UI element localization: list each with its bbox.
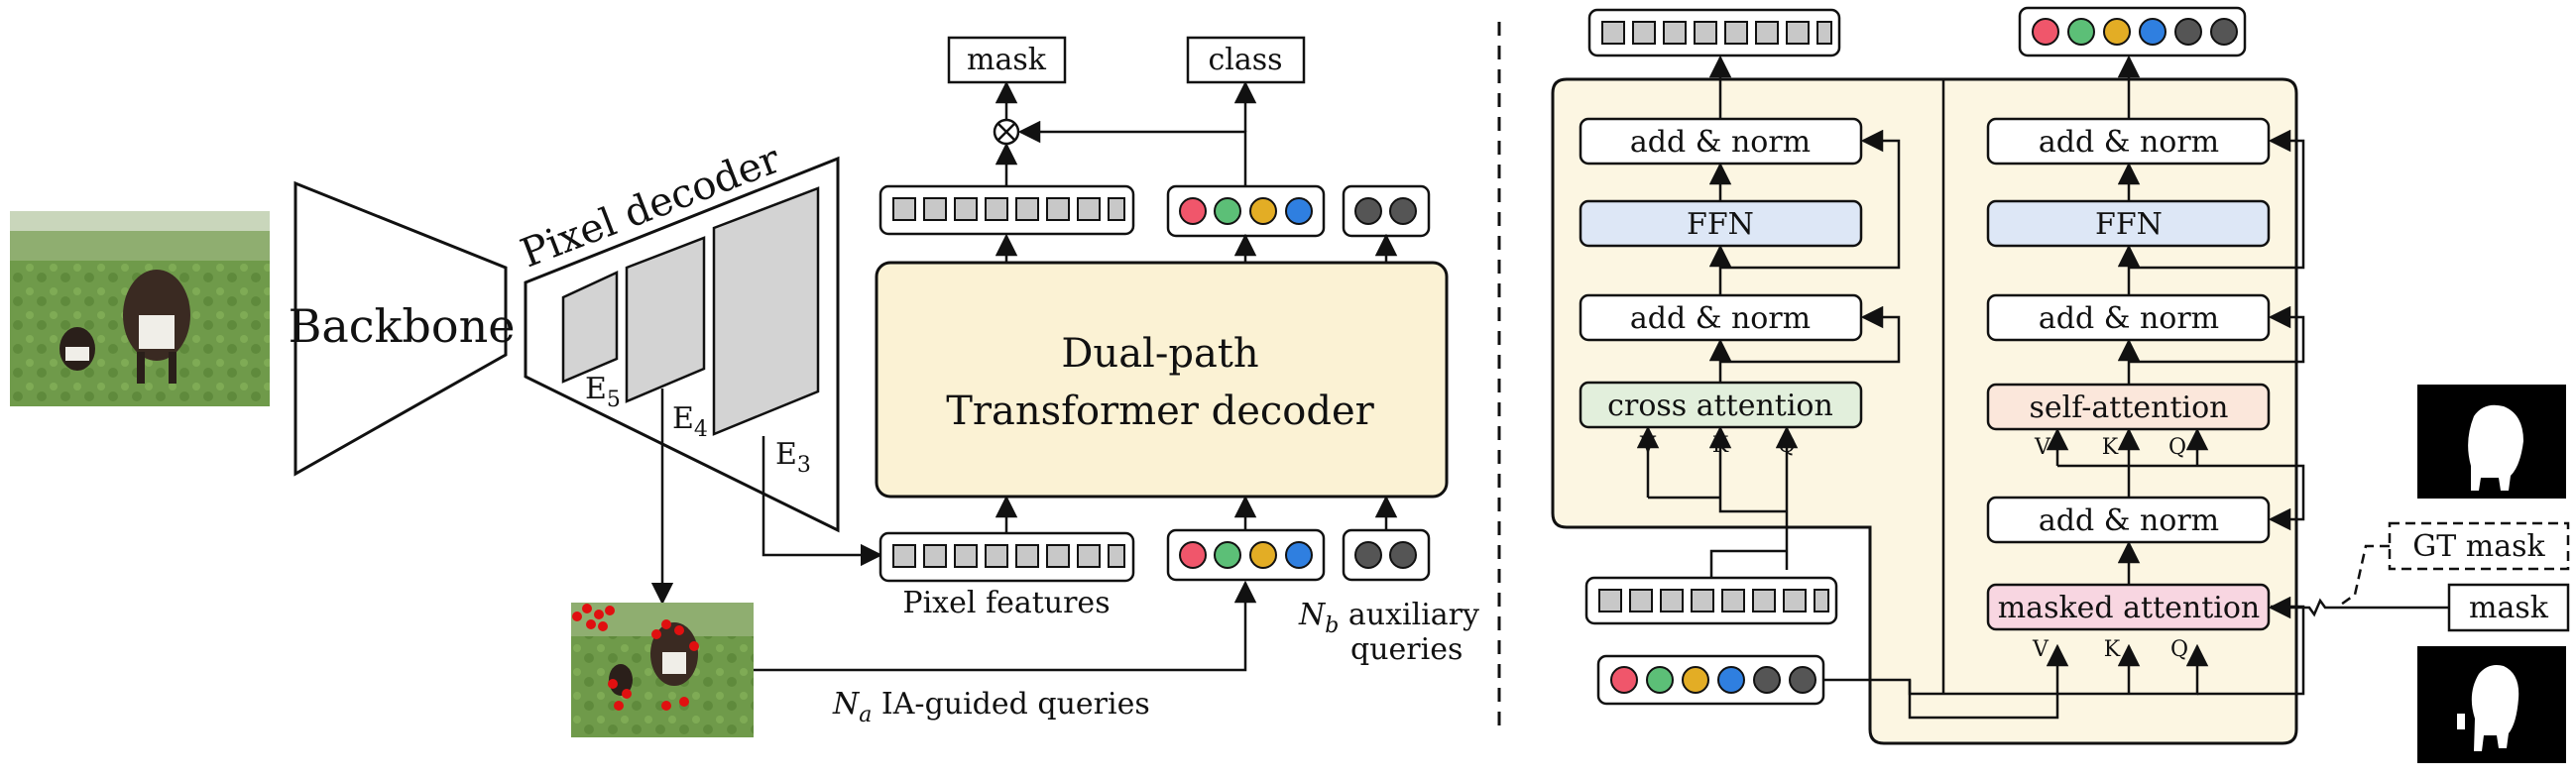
masked-v: V: [2032, 637, 2049, 662]
pixel-feature-tokens-out: [878, 184, 1135, 236]
left-add-norm-mid: add & norm: [1630, 301, 1811, 336]
left-cross-attention: cross attention: [1607, 389, 1833, 423]
class-label: class: [1208, 43, 1282, 77]
pixel-decoder: Pixel decoder E5 E4 E3: [515, 136, 840, 533]
right-add-norm-low: add & norm: [2039, 503, 2219, 538]
multiply-op: [993, 118, 1020, 146]
e5-label: E5: [585, 372, 621, 412]
mask-input-box: mask: [2447, 583, 2570, 632]
pixel-tokens-in-right: [1584, 576, 1838, 625]
mask-input-label: mask: [2469, 591, 2549, 625]
pixel-feature-tokens-in: [878, 531, 1135, 583]
class-output: class: [1186, 36, 1306, 84]
masked-k: K: [2104, 637, 2121, 662]
aux-query-tokens-in: [1342, 528, 1431, 582]
backbone: Backbone: [289, 180, 516, 477]
right-ffn: FFN: [2095, 207, 2163, 242]
stage-e3: [712, 186, 820, 436]
gt-mask-box: GT mask: [2388, 521, 2570, 571]
gt-mask-image: [2417, 385, 2566, 499]
decoder-line1: Dual-path: [1061, 331, 1258, 377]
pixel-features-label: Pixel features: [902, 586, 1110, 620]
ia-query-tokens-out: [1166, 184, 1326, 238]
pixel-tokens-out-right: [1587, 8, 1841, 57]
e4-label: E4: [672, 401, 708, 442]
gt-mask-label: GT mask: [2412, 529, 2545, 564]
query-tokens-in-right: [1596, 654, 1825, 706]
left-add-norm-top: add & norm: [1630, 125, 1811, 160]
input-image: [10, 211, 270, 406]
right-masked-attention: masked attention: [1998, 591, 2261, 625]
stage-e4: [625, 236, 706, 403]
ia-queries-label: Na IA-guided queries: [832, 687, 1150, 727]
left-stack: add & norm FFN add & norm cross attentio…: [1579, 117, 1863, 429]
right-add-norm-top: add & norm: [2039, 125, 2219, 160]
mask-output: mask: [947, 36, 1067, 84]
aux-query-tokens-out: [1342, 184, 1431, 238]
decoder-line2: Transformer decoder: [946, 389, 1374, 434]
right-v: V: [2034, 435, 2051, 460]
backbone-label: Backbone: [289, 299, 516, 353]
right-k: K: [2102, 435, 2119, 460]
aux-queries-label: Nb auxiliary: [1298, 598, 1479, 638]
stage-e5: [561, 271, 619, 384]
right-add-norm-mid: add & norm: [2039, 301, 2219, 336]
ia-query-tokens-in: [1166, 528, 1326, 582]
ia-guided-image: [571, 603, 754, 737]
e3-label: E3: [775, 437, 811, 478]
aux-queries-label-2: queries: [1350, 632, 1463, 667]
predicted-mask-image: [2417, 646, 2566, 763]
right-stack: add & norm FFN add & norm self-attention…: [1986, 117, 2271, 631]
dual-path-decoder: Dual-path Transformer decoder: [875, 261, 1449, 499]
query-tokens-out-right: [2018, 6, 2247, 57]
masked-q: Q: [2170, 637, 2188, 662]
right-q: Q: [2168, 435, 2186, 460]
right-self-attention: self-attention: [2029, 390, 2228, 425]
mask-label: mask: [967, 43, 1047, 77]
left-ffn: FFN: [1687, 207, 1754, 242]
